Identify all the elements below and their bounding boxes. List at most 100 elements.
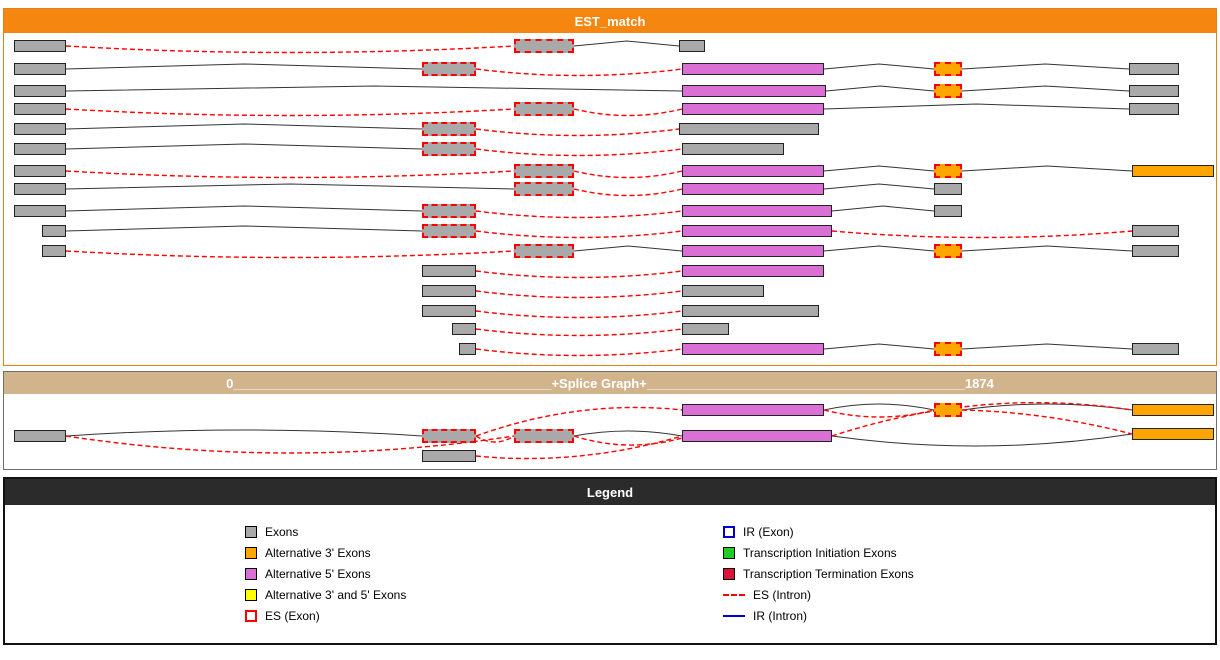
gray-exon <box>1132 225 1179 237</box>
est-intron-lines-layer <box>65 40 1133 357</box>
intron-line <box>573 245 683 252</box>
intron-line <box>65 429 423 437</box>
est-match-tracks <box>4 33 1216 365</box>
violet-exon <box>682 103 824 115</box>
legend-label: Alternative 5' Exons <box>265 566 371 581</box>
es-intron-curve <box>573 188 683 197</box>
gray-exon <box>1129 103 1179 115</box>
intron-line <box>65 85 683 92</box>
es-intron-curve <box>573 435 683 446</box>
intron-line <box>65 183 515 190</box>
est-match-header: EST_match <box>4 9 1216 33</box>
intron-line <box>65 225 423 232</box>
gray-exon <box>452 323 476 335</box>
es-gray-exon <box>422 204 476 218</box>
intron-line <box>823 245 935 252</box>
tx-init-exons-swatch <box>723 546 735 559</box>
alt3-exons-swatch <box>245 546 257 559</box>
es-intron-curve <box>831 230 1133 239</box>
es-orange-exon <box>934 164 962 178</box>
gray-exon <box>42 245 66 257</box>
intron-line <box>823 403 935 411</box>
intron-line <box>961 403 1133 411</box>
es-exon-swatch <box>245 609 257 622</box>
intron-line <box>823 183 935 190</box>
legend-label: IR (Exon) <box>743 524 794 539</box>
est-match-title: EST_match <box>574 13 646 29</box>
legend-label: Transcription Initiation Exons <box>743 545 897 560</box>
gray-exon <box>682 143 784 155</box>
intron-line <box>831 433 1133 447</box>
gray-exon <box>14 183 66 195</box>
intron-line <box>823 343 935 350</box>
intron-line <box>65 205 423 212</box>
intron-line <box>823 165 935 172</box>
intron-line <box>823 63 935 70</box>
splice-graph-track <box>4 394 1216 469</box>
violet-exon <box>682 183 824 195</box>
legend-label: Alternative 3' and 5' Exons <box>265 587 407 602</box>
gray-exon <box>682 285 764 297</box>
legend-header: Legend <box>5 479 1215 505</box>
es-intron-curve <box>65 250 515 259</box>
splice-graph-header: 0_______________________________________… <box>4 372 1216 394</box>
alt5-exons-swatch <box>245 567 257 580</box>
intron-line <box>961 85 1130 92</box>
es-gray-exon <box>514 164 574 178</box>
intron-line <box>961 343 1133 350</box>
legend-title: Legend <box>586 484 634 500</box>
gray-exon <box>14 143 66 155</box>
gray-exon <box>1129 85 1179 97</box>
es-intron-curve <box>475 270 683 279</box>
legend-item-es-intron: ES (Intron) <box>723 588 914 602</box>
gray-exon <box>459 343 476 355</box>
gray-exon <box>14 205 66 217</box>
gray-exon <box>1132 343 1179 355</box>
gray-exon <box>1132 245 1179 257</box>
es-intron-curve <box>823 409 935 418</box>
es-orange-exon <box>934 342 962 356</box>
violet-exon <box>682 205 832 217</box>
legend-item-ir-exon: IR (Exon) <box>723 524 914 539</box>
es-intron-curve <box>475 328 683 337</box>
gray-exon <box>14 103 66 115</box>
es-orange-exon <box>934 84 962 98</box>
gray-exon <box>679 40 705 52</box>
gray-exon <box>14 165 66 177</box>
legend-item-exons: Exons <box>245 524 406 539</box>
es-intron-curve <box>475 230 683 239</box>
orange-exon <box>1132 428 1214 440</box>
gray-exon <box>14 123 66 135</box>
legend-item-alt35-exons: Alternative 3' and 5' Exons <box>245 587 407 602</box>
legend-item-ir-intron: IR (Intron) <box>723 609 914 623</box>
es-intron-curve <box>961 409 1133 435</box>
gray-exon <box>934 183 962 195</box>
violet-exon <box>682 245 824 257</box>
es-intron-curve <box>475 435 683 460</box>
intron-line <box>961 165 1133 172</box>
splice-graph-panel: 0_______________________________________… <box>3 371 1217 470</box>
violet-exon <box>682 430 832 442</box>
gray-exon <box>14 40 66 52</box>
splice-graph-scale-label: 0_______________________________________… <box>226 375 994 391</box>
es-intron-curve <box>475 435 515 443</box>
es-gray-exon <box>514 429 574 443</box>
legend-item-alt3-exons: Alternative 3' Exons <box>245 546 406 560</box>
gray-exon <box>934 205 962 217</box>
es-gray-exon <box>514 244 574 258</box>
intron-line <box>573 430 683 437</box>
es-intron-curve <box>65 170 515 179</box>
violet-exon <box>682 225 832 237</box>
intron-line <box>961 63 1130 70</box>
es-intron-curve <box>475 68 683 77</box>
est-match-panel: EST_match <box>3 8 1217 366</box>
es-intron-curve <box>65 108 515 117</box>
es-intron-curve <box>475 148 683 157</box>
intron-line <box>961 245 1133 252</box>
legend-label: Exons <box>265 524 299 539</box>
exons-swatch <box>245 525 257 538</box>
gray-exon <box>422 305 476 317</box>
es-intron-curve <box>65 435 515 454</box>
